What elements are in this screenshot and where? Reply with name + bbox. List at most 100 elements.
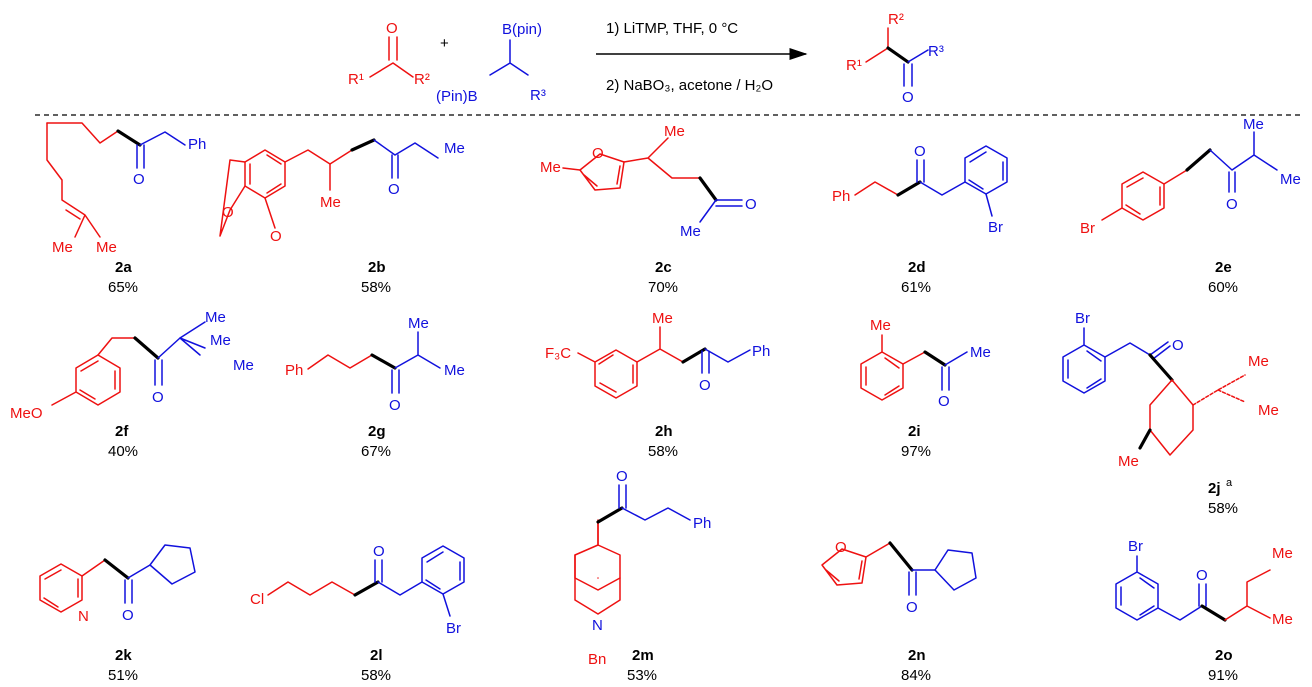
- compound-label: 2o: [1215, 647, 1233, 664]
- carbonyl-oxygen: O: [133, 171, 145, 188]
- general-scheme: O R¹ R² + B(pin) (Pin)B R³ 1) LiTMP, THF…: [348, 11, 944, 106]
- carbonyl-oxygen: O: [616, 468, 628, 485]
- substituent-ph: Ph: [752, 343, 770, 360]
- methyl-label: Me: [233, 357, 254, 374]
- methyl-label: Me: [870, 317, 891, 334]
- bromine-label: Br: [1080, 220, 1095, 237]
- compound-yield: 61%: [901, 279, 931, 296]
- compound-label-superscript: a: [1226, 477, 1233, 489]
- bromine-label: Br: [988, 219, 1003, 236]
- compound-2d: Ph O Br: [832, 143, 1008, 236]
- condition-step-2: 2) NaBO₃, acetone / H₂O: [606, 77, 773, 94]
- compound-2b: O O Me O Me: [219, 138, 465, 245]
- product-r2: R²: [888, 11, 904, 28]
- furan-oxygen: O: [835, 539, 847, 556]
- methyl-label: Me: [96, 239, 117, 256]
- methyl-label: Me: [1248, 353, 1269, 370]
- ring-oxygen: O: [222, 204, 234, 221]
- methyl-label: Me: [540, 159, 561, 176]
- compound-2j: Br O Me Me Me: [1062, 310, 1279, 470]
- methyl-label: Me: [52, 239, 73, 256]
- furan-oxygen: O: [592, 145, 604, 162]
- compound-yield: 65%: [108, 279, 138, 296]
- benzyl-label: Bn: [588, 651, 606, 668]
- methoxy-label: MeO: [10, 405, 43, 422]
- compound-label: 2g: [368, 423, 386, 440]
- carbonyl-oxygen: O: [1172, 337, 1184, 354]
- ketone-r1: R¹: [348, 71, 364, 88]
- compound-yield: 40%: [108, 443, 138, 460]
- compound-label: 2f: [115, 423, 129, 440]
- condition-step-1: 1) LiTMP, THF, 0 °C: [606, 20, 738, 37]
- compound-yield: 97%: [901, 443, 931, 460]
- methyl-label: Me: [408, 315, 429, 332]
- compound-yield: 60%: [1208, 279, 1238, 296]
- trifluoromethyl-label: F₃C: [545, 345, 571, 362]
- methyl-label: Me: [205, 309, 226, 326]
- chlorine-label: Cl: [250, 591, 264, 608]
- ketone-oxygen: O: [386, 20, 398, 37]
- methyl-label: Me: [210, 332, 231, 349]
- piperidine-nitrogen: N: [592, 617, 603, 634]
- methyl-label: Me: [444, 140, 465, 157]
- methyl-label: Me: [1258, 402, 1279, 419]
- compound-label: 2b: [368, 259, 386, 276]
- pyridine-nitrogen: N: [78, 608, 89, 625]
- methyl-label: Me: [680, 223, 701, 240]
- carbonyl-oxygen: O: [373, 543, 385, 560]
- compound-2i: Me O Me: [860, 317, 991, 410]
- methyl-label: Me: [664, 123, 685, 140]
- compound-2a: Ph O Me Me: [46, 122, 206, 256]
- compound-label: 2m: [632, 647, 654, 664]
- compound-2e: Br O Me Me: [1080, 116, 1301, 237]
- carbonyl-oxygen: O: [938, 393, 950, 410]
- compound-yield: 58%: [648, 443, 678, 460]
- ring-oxygen: O: [270, 228, 282, 245]
- compound-label: 2n: [908, 647, 926, 664]
- ketone-reactant: O R¹ R²: [348, 20, 430, 88]
- compound-yield: 91%: [1208, 667, 1238, 684]
- compound-label: 2c: [655, 259, 672, 276]
- carbonyl-oxygen: O: [1196, 567, 1208, 584]
- compound-label: 2l: [370, 647, 383, 664]
- compound-label: 2e: [1215, 259, 1232, 276]
- compound-yield: 53%: [627, 667, 657, 684]
- boronate-left: (Pin)B: [436, 88, 478, 105]
- substituent-ph: Ph: [188, 136, 206, 153]
- ketone-r2: R²: [414, 71, 430, 88]
- methyl-label: Me: [1280, 171, 1301, 188]
- substituent-ph: Ph: [285, 362, 303, 379]
- compound-2g: Ph O Me Me: [285, 315, 465, 414]
- compound-yield: 58%: [361, 667, 391, 684]
- compound-2l: Cl O Br: [250, 543, 465, 637]
- compound-yield: 51%: [108, 667, 138, 684]
- diboronate-r3: R³: [530, 87, 546, 104]
- product-oxygen: O: [902, 89, 914, 106]
- carbonyl-oxygen: O: [122, 607, 134, 624]
- diboronate-reactant: B(pin) (Pin)B R³: [436, 21, 546, 105]
- compound-2k: N O: [39, 544, 196, 625]
- compound-2h: F₃C Me O Ph: [545, 310, 770, 399]
- compound-label: 2i: [908, 423, 921, 440]
- methyl-label: Me: [1272, 611, 1293, 628]
- carbonyl-oxygen: O: [389, 397, 401, 414]
- compound-2f: MeO O Me Me Me: [10, 309, 254, 422]
- bromine-label: Br: [446, 620, 461, 637]
- boronate-top: B(pin): [502, 21, 542, 38]
- carbonyl-oxygen: O: [745, 196, 757, 213]
- general-product: R² R¹ R³ O: [846, 11, 944, 106]
- compound-yield: 84%: [901, 667, 931, 684]
- substituent-ph: Ph: [832, 188, 850, 205]
- compound-2n: O O: [821, 539, 977, 616]
- carbonyl-oxygen: O: [906, 599, 918, 616]
- carbonyl-oxygen: O: [699, 377, 711, 394]
- compound-2m: O Ph N Bn: [574, 468, 711, 668]
- methyl-label: Me: [1243, 116, 1264, 133]
- compound-label: 2j: [1208, 480, 1221, 497]
- carbonyl-oxygen: O: [388, 181, 400, 198]
- compound-label: 2d: [908, 259, 926, 276]
- compound-2c: O Me Me O Me: [540, 123, 757, 240]
- compound-yield: 58%: [361, 279, 391, 296]
- carbonyl-oxygen: O: [152, 389, 164, 406]
